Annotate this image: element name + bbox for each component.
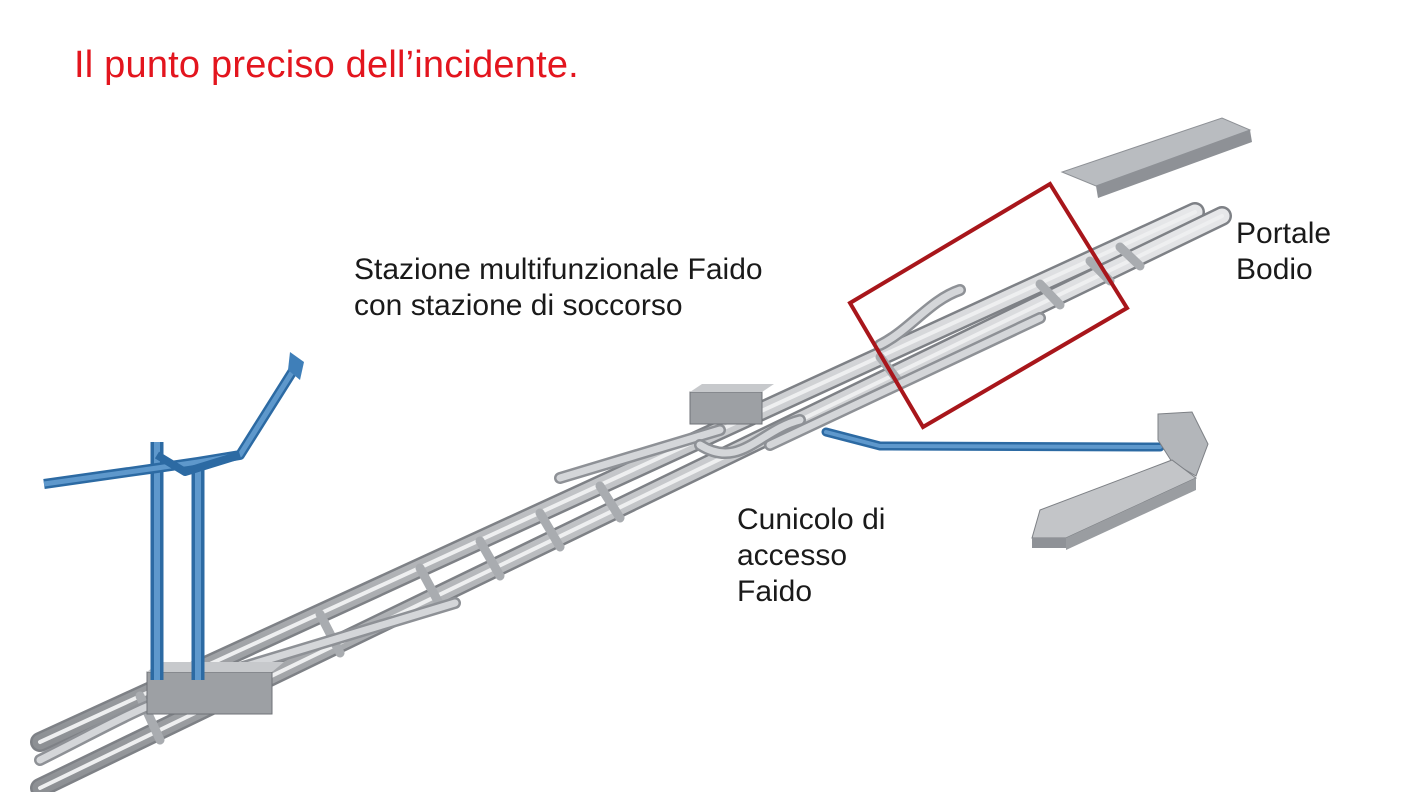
station-caverns bbox=[146, 384, 774, 715]
faido-portal-building bbox=[1031, 411, 1209, 550]
label-access-gallery: Cunicolo di accesso Faido bbox=[737, 503, 886, 608]
slide-title: Il punto preciso dell’incidente. bbox=[74, 44, 579, 86]
label-multifunction-station: Stazione multifunzionale Faido con stazi… bbox=[354, 253, 763, 322]
label-portal-bodio: Portale Bodio bbox=[1236, 217, 1332, 286]
portal-bodio-building bbox=[1060, 117, 1252, 198]
incident-highlight-box bbox=[847, 181, 1130, 430]
cross-passages bbox=[135, 242, 1145, 745]
side-galleries bbox=[34, 284, 1046, 766]
blue-shafts bbox=[43, 352, 304, 680]
access-gallery-faido bbox=[821, 427, 1165, 452]
